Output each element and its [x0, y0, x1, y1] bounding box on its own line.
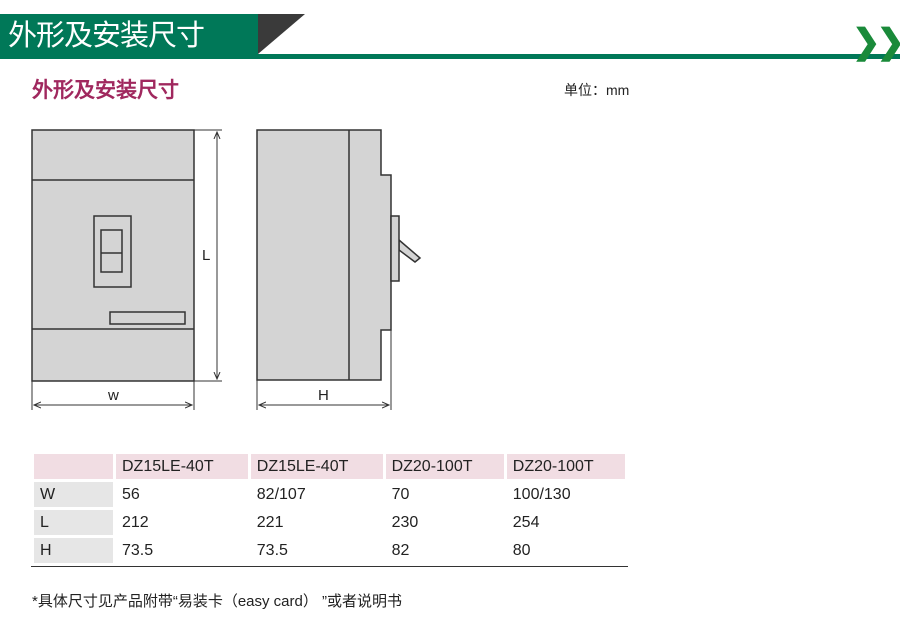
table-header-cell [34, 454, 113, 479]
table-row: L 212 221 230 254 [34, 510, 625, 535]
table-cell: 100/130 [512, 485, 571, 503]
table-cell: 73.5 [256, 541, 288, 559]
table-header-cell: DZ15LE-40T [250, 454, 383, 479]
table-cell: 221 [256, 513, 284, 531]
table-header-row: DZ15LE-40T DZ15LE-40T DZ20-100T DZ20-100… [34, 454, 625, 479]
table-header-cell: DZ15LE-40T [116, 454, 248, 479]
side-view [256, 129, 422, 381]
dimension-label-h: H [318, 387, 329, 404]
table-cell: 56 [122, 485, 140, 503]
table-row: W 56 82/107 70 100/130 [34, 482, 625, 507]
section-title: 外形及安装尺寸 [32, 79, 179, 102]
header-rule [0, 54, 900, 59]
table-cell: 70 [391, 485, 410, 503]
table-cell: 82 [391, 541, 410, 559]
front-view [31, 129, 195, 382]
header-slant-decoration [258, 14, 305, 54]
table-row: H 73.5 73.5 82 80 [34, 538, 625, 563]
table-cell: 254 [512, 513, 540, 531]
table-header-cell: DZ20-100T [506, 454, 625, 479]
table-cell: 212 [122, 513, 149, 531]
dimension-drawing: L w H [31, 129, 422, 410]
table-cell: 73.5 [122, 541, 154, 559]
dimension-label-l: L [202, 247, 210, 264]
table-header-cell: DZ20-100T [385, 454, 504, 479]
unit-label: 单位：mm [564, 82, 630, 98]
table-cell: 230 [391, 513, 419, 531]
header-title: 外形及安装尺寸 [0, 14, 258, 58]
footnote: *具体尺寸见产品附带“易装卡（easy card） ”或者说明书 [32, 593, 403, 610]
dimension-label-w: w [107, 387, 119, 404]
row-label: L [34, 510, 113, 535]
table-cell: 82/107 [256, 485, 306, 503]
double-chevron-icon: ❯❯ [852, 23, 900, 61]
row-label: W [34, 482, 113, 507]
dimensions-table: DZ15LE-40T DZ15LE-40T DZ20-100T DZ20-100… [31, 451, 628, 567]
row-label: H [34, 538, 113, 563]
table-cell: 80 [512, 541, 531, 559]
